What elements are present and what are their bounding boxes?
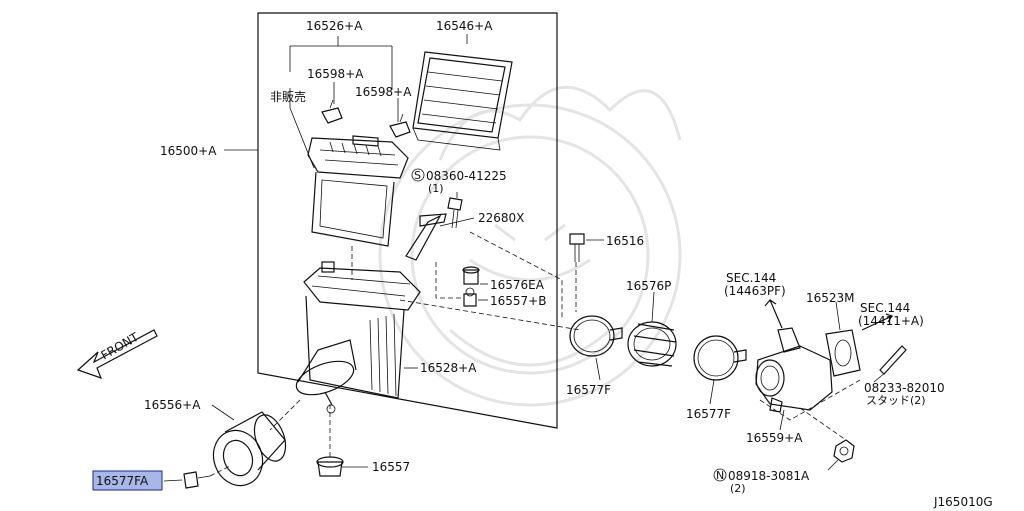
label-16557: 16557 — [372, 460, 410, 474]
label-08360-qty: (1) — [428, 182, 444, 195]
air-hose-icon — [627, 321, 677, 367]
stud-bolt-icon — [879, 345, 907, 375]
label-08360: 08360-41225 — [426, 169, 507, 183]
sec144b-arrow-icon — [861, 313, 894, 331]
front-arrow-icon — [76, 329, 158, 379]
leader-lines — [163, 34, 887, 482]
n-mark-letter: N — [716, 469, 724, 482]
label-sec144a-ref: (14463PF) — [724, 284, 786, 298]
bolt-16516-icon — [569, 233, 585, 262]
hose-clamp-right-icon — [693, 335, 747, 381]
label-16528: 16528+A — [420, 361, 477, 375]
label-16577f-right: 16577F — [686, 407, 731, 421]
label-16577fa: 16577FA — [96, 474, 149, 488]
label-not-for-sale: 非販売 — [270, 89, 306, 104]
grommet-icon — [316, 456, 344, 477]
label-16557b: 16557+B — [490, 294, 546, 308]
label-22680: 22680X — [478, 211, 524, 225]
label-16516: 16516 — [606, 234, 644, 248]
grommet-b-icon — [463, 287, 477, 307]
label-16546: 16546+A — [436, 19, 493, 33]
label-08918: 08918-3081A — [728, 469, 810, 483]
label-16523m: 16523M — [806, 291, 855, 305]
label-16500: 16500+A — [160, 144, 217, 158]
sec144a-arrow-icon — [764, 298, 783, 329]
lower-case-icon — [295, 261, 421, 414]
air-duct-adapter-icon — [212, 411, 287, 487]
label-sec144b-ref: (14411+A) — [858, 314, 924, 328]
s-mark-letter: S — [414, 169, 421, 182]
front-label: FRONT — [99, 330, 142, 363]
label-16577fa-highlight — [92, 470, 163, 491]
bolt-08360-icon — [447, 197, 463, 229]
label-16577f-left: 16577F — [566, 383, 611, 397]
assembly-boundary — [257, 12, 558, 429]
diagram-code: J165010G — [933, 495, 993, 509]
label-16526: 16526+A — [306, 19, 363, 33]
nut-icon — [833, 439, 855, 463]
clip-right-icon — [389, 113, 411, 138]
label-16559: 16559+A — [746, 431, 803, 445]
label-16556: 16556+A — [144, 398, 201, 412]
label-16598-right: 16598+A — [355, 85, 412, 99]
label-16576ea: 16576EA — [490, 278, 545, 292]
filter-element-icon — [412, 51, 513, 151]
air-flow-sensor-icon — [405, 213, 447, 261]
gasket-icon — [825, 329, 861, 377]
label-sec144b: SEC.144 — [860, 301, 910, 315]
label-16598-left: 16598+A — [307, 67, 364, 81]
label-16576p: 16576P — [626, 279, 671, 293]
label-sec144a: SEC.144 — [726, 271, 776, 285]
hose-clamp-left-icon — [569, 315, 623, 357]
watermark-emblem — [378, 85, 682, 407]
upper-cover-icon — [307, 135, 409, 247]
dashed-assembly-lines — [209, 231, 861, 477]
label-08233: 08233-82010 — [864, 381, 945, 395]
s-mark-icon — [411, 168, 425, 182]
label-08918-qty: (2) — [730, 482, 746, 495]
n-mark-icon — [713, 468, 727, 482]
label-08233-note: スタッド(2) — [866, 394, 926, 407]
mount-rubber-icon — [462, 266, 480, 285]
clip-left-icon — [321, 99, 343, 124]
throttle-chamber-icon — [755, 327, 833, 413]
clip-16577fa-icon — [183, 471, 211, 489]
